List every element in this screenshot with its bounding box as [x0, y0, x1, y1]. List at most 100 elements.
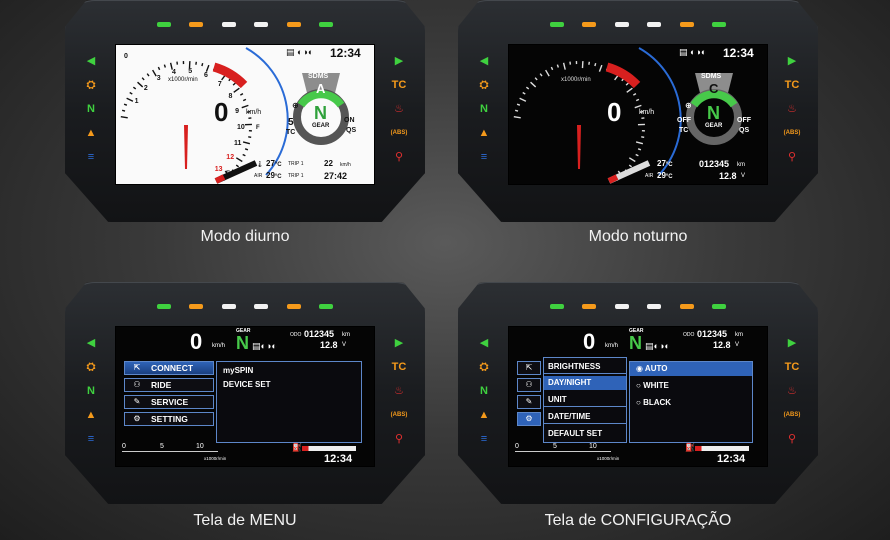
coolant-temp: 27°C: [657, 159, 673, 168]
tach-tick: [519, 97, 527, 102]
tach-redline-arc: [212, 62, 248, 89]
trip2-label: TRIP 1: [288, 173, 304, 179]
fuel-icon: ⛽: [685, 443, 695, 452]
tach-tick: [126, 97, 134, 102]
tach-tick: [626, 87, 633, 93]
indicator-light-white: [221, 304, 236, 309]
odometer-unit: km: [342, 332, 350, 338]
tach-tick: [530, 81, 537, 88]
radio-empty-icon: ○: [636, 381, 641, 390]
dashboard-bezel: ◀⛭N▲≡ ▶TC♨(ABS)⚲ 0 km/h GEAR N ▤◐◑◐ ODO …: [65, 282, 425, 504]
setting-default-set[interactable]: DEFAULT SET: [548, 429, 603, 438]
tach-tick: [242, 153, 246, 157]
gear-label: GEAR: [629, 328, 644, 334]
odometer: 012345: [699, 159, 730, 169]
tach-number: 7: [217, 80, 222, 88]
tach-tick: [242, 98, 247, 102]
tach-number: 9: [235, 107, 239, 115]
oil-pressure-icon: ⚲: [787, 433, 797, 445]
menu-item-connect[interactable]: ⇱ CONNECT: [124, 361, 214, 375]
indicator-light-white: [614, 22, 629, 27]
tach-number: 4: [171, 69, 176, 77]
tach-redline-arc: [605, 62, 641, 89]
indicator-light-green: [318, 304, 333, 309]
air-label: AIR: [254, 173, 263, 179]
tach-tick: [120, 115, 128, 119]
qs-label: QS: [346, 127, 357, 134]
night-gauge-graphic: [513, 47, 742, 184]
settings-list: BRIGHTNESS DAY/NIGHT UNIT DATE/TIME DEFA…: [543, 357, 627, 443]
motorcycle-icon[interactable]: ⚇: [517, 378, 541, 392]
tach-number-zero: 0: [124, 53, 128, 60]
setting-unit[interactable]: UNIT: [544, 393, 626, 407]
setting-brightness[interactable]: BRIGHTNESS: [544, 360, 626, 374]
speed-value: 0: [214, 97, 229, 127]
indicator-light-orange: [189, 22, 204, 27]
abs-icon: (ABS): [783, 130, 801, 136]
menu-item-ride[interactable]: ⚇ RIDE: [124, 378, 214, 392]
tach-scale-5: 5: [160, 443, 164, 450]
tach-tick-marks: [120, 61, 252, 181]
motorcycle-icon: ⚇: [133, 380, 141, 389]
setting-date-time[interactable]: DATE/TIME: [544, 410, 626, 424]
left-indicator-column: ◀⛭N▲≡: [472, 336, 496, 446]
connect-icon[interactable]: ⇱: [517, 361, 541, 375]
turn-left-icon: ◀: [86, 55, 96, 67]
indicator-light-white: [254, 304, 269, 309]
tach-tick: [129, 91, 133, 95]
setting-day-night[interactable]: DAY/NIGHT: [544, 376, 626, 390]
gear-label: GEAR: [236, 328, 251, 334]
day-gauge-graphic: [120, 47, 349, 184]
wrench-icon[interactable]: ✎: [517, 395, 541, 409]
tach-tick: [123, 103, 128, 106]
submenu-item-device-set[interactable]: DEVICE SET: [223, 380, 271, 389]
indicator-light-green: [711, 304, 726, 309]
indicator-light-orange: [679, 22, 694, 27]
traction-control-icon: TC: [784, 79, 800, 91]
odo-label: ODO: [290, 332, 302, 338]
option-black[interactable]: ○ BLACK: [636, 398, 672, 407]
submenu-item-myspin[interactable]: mySPIN: [223, 366, 254, 375]
voltage-unit: V: [741, 173, 746, 179]
indicator-light-orange: [286, 304, 301, 309]
indicator-light-row: [157, 22, 333, 27]
tach-tick: [522, 91, 526, 95]
tach-tick: [201, 62, 204, 67]
speed-value: 0: [583, 329, 596, 354]
clock: 12:34: [324, 453, 353, 465]
tach-tick: [632, 93, 637, 96]
tc-label: TC: [679, 127, 689, 134]
tach-scale-0: 0: [122, 443, 126, 450]
voltage: 12.8: [719, 171, 737, 181]
tach-tick: [235, 157, 243, 163]
tach-tick: [640, 110, 644, 113]
menu-item-setting[interactable]: ⚙ SETTING: [124, 412, 214, 426]
tach-tick: [233, 87, 240, 93]
high-beam-icon: ≡: [87, 151, 95, 163]
gear-value: N: [314, 103, 327, 123]
tach-tick: [635, 141, 644, 145]
tach-tick: [637, 148, 642, 151]
air-temp: 29°C: [657, 171, 673, 180]
config-screen-caption: Tela de CONFIGURAÇÃO: [544, 512, 732, 529]
tach-tick: [242, 141, 251, 145]
indicator-light-green: [157, 304, 171, 309]
tach-tick: [232, 82, 236, 86]
high-beam-icon: ≡: [87, 433, 95, 445]
gear-label: GEAR: [312, 123, 330, 129]
menu-item-label: RIDE: [151, 380, 172, 390]
menu-item-service[interactable]: ✎ SERVICE: [124, 395, 214, 409]
tach-tick: [625, 82, 629, 86]
high-beam-icon: ≡: [480, 433, 488, 445]
right-indicator-column: ▶TC♨(ABS)⚲: [780, 54, 804, 164]
indicator-light-orange: [582, 304, 597, 309]
option-white[interactable]: ○ WHITE: [636, 381, 669, 390]
warning-icon: ▲: [85, 127, 97, 139]
tach-tick: [513, 115, 521, 119]
options-panel: ◉ AUTO ○ WHITE ○ BLACK: [629, 361, 753, 443]
tach-tick: [205, 64, 210, 72]
gear-icon[interactable]: ⚙: [517, 412, 541, 426]
option-auto[interactable]: ◉ AUTO: [630, 362, 752, 376]
